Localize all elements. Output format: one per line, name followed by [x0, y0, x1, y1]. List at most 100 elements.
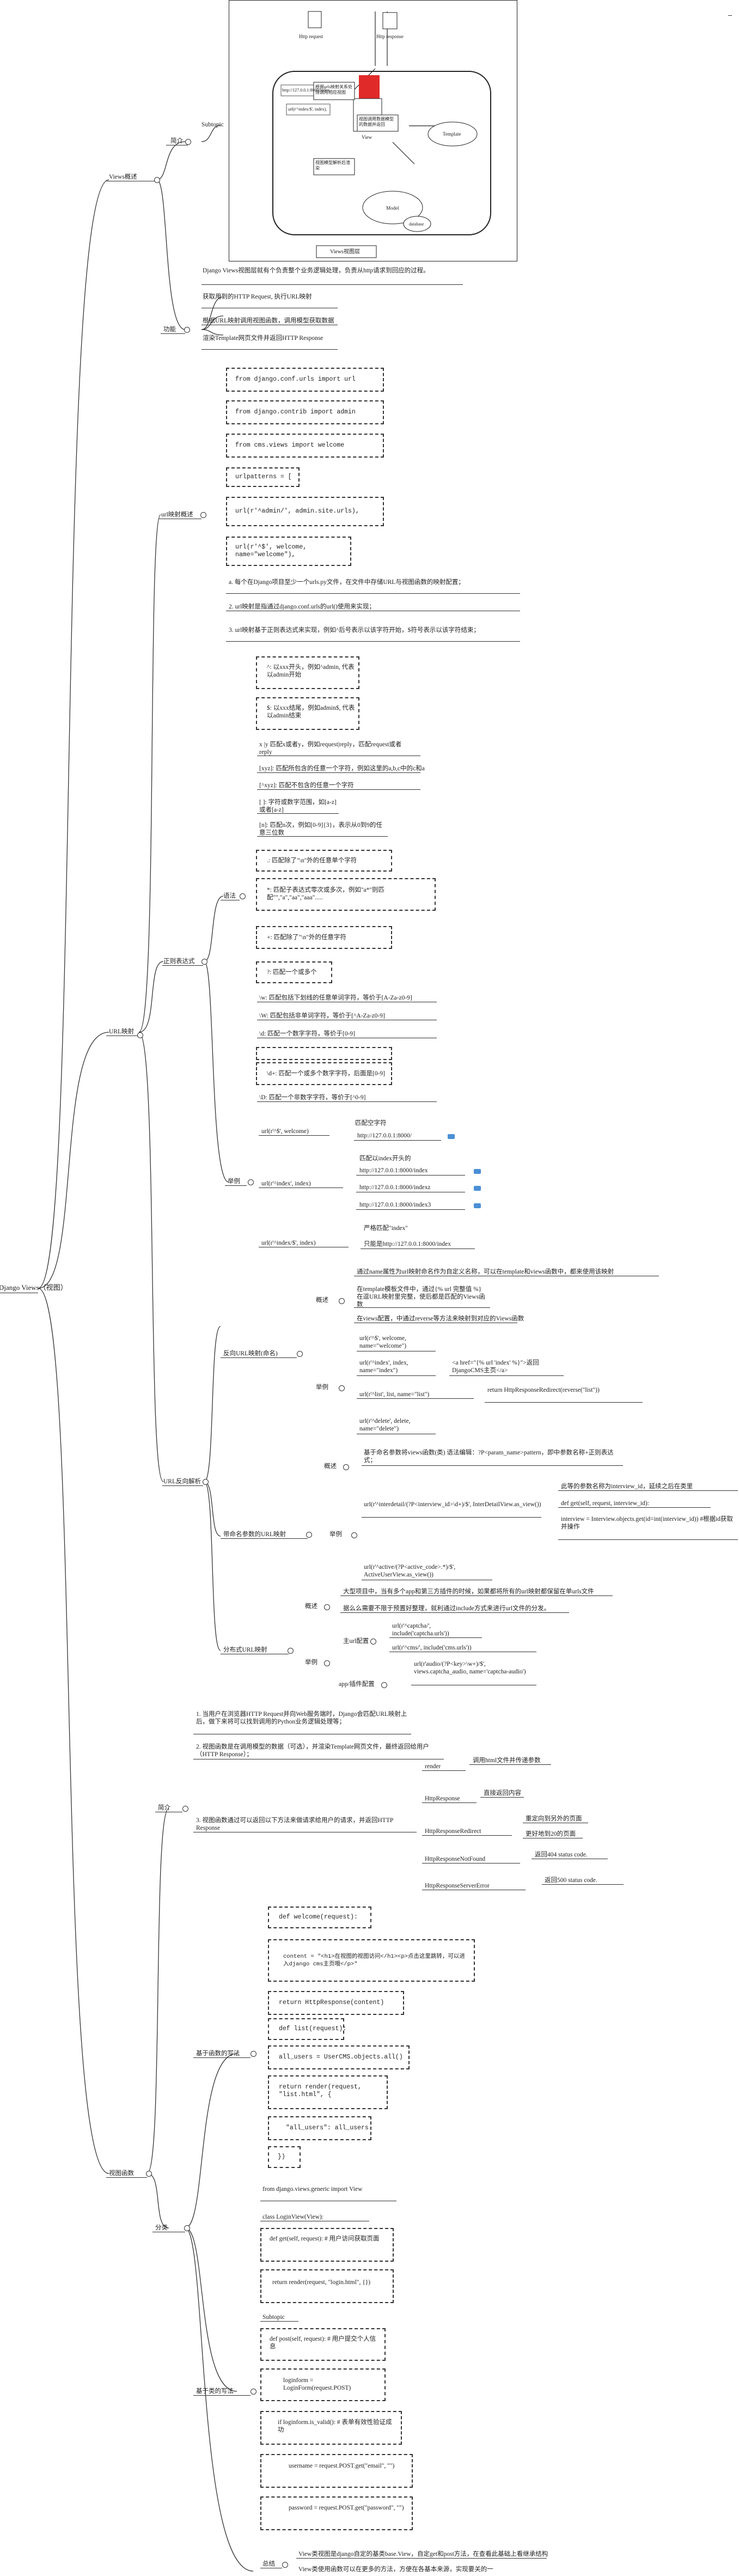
- collapse-toggle[interactable]: [324, 1604, 330, 1610]
- topic-reverse-named[interactable]: 反向URL映射(命名): [223, 1350, 278, 1357]
- topic-dist-overview[interactable]: 概述: [305, 1603, 317, 1610]
- named-code: url(r'^active/(?P<active_code>.*)/$', Ac…: [364, 1564, 456, 1578]
- example-note: 匹配空字符: [355, 1120, 387, 1126]
- code-line: }): [278, 2153, 285, 2160]
- collapse-toggle[interactable]: [343, 1464, 349, 1470]
- syntax-item: x |y 匹配x或者y，例如request|reply，匹配request或者r…: [259, 741, 402, 756]
- collapse-toggle[interactable]: [339, 1385, 345, 1391]
- reverse-example-result: <a href="{% url 'index' %}">返回DjangoCMS主…: [452, 1360, 539, 1374]
- topic-url-reverse[interactable]: URL反向解析: [163, 1478, 201, 1485]
- example-url: http://127.0.0.1:8000/index3: [359, 1202, 431, 1208]
- dist-main-code: url(r'^captcha/', include('captcha.urls'…: [392, 1623, 449, 1637]
- example-pattern: url(r'^index/$', index): [261, 1240, 316, 1246]
- topic-regex-example[interactable]: 举例: [228, 1178, 240, 1185]
- code-line: return render(request, "list.html", {: [279, 2084, 362, 2098]
- collapse-toggle[interactable]: [351, 1532, 357, 1538]
- topic-func-based[interactable]: 基于函数的写法: [196, 2050, 240, 2057]
- collapse-toggle[interactable]: [200, 512, 206, 518]
- collapse-toggle[interactable]: [251, 2051, 256, 2057]
- topic-intro[interactable]: 简介: [170, 138, 183, 144]
- subtopic-label[interactable]: Subtopic: [201, 121, 224, 128]
- reverse-example-code: url(r'^index', index, name="index"): [359, 1360, 408, 1374]
- diagram-caption: Views视图层: [330, 249, 360, 255]
- dist-main-code: url(r'^cms/', include('cms.urls')): [392, 1645, 472, 1651]
- topic-named-overview[interactable]: 概述: [324, 1463, 337, 1470]
- code-line: def welcome(request):: [279, 1914, 358, 1921]
- named-code: url(r'^interdetail/(?P<interview_id>\d+)…: [364, 1501, 541, 1508]
- collapse-toggle[interactable]: [288, 1648, 294, 1654]
- topic-view-functions[interactable]: 视图函数: [109, 2170, 134, 2177]
- topic-reverse-overview[interactable]: 概述: [316, 1297, 328, 1304]
- response-desc: 调用html文件并传递参数: [473, 1757, 541, 1764]
- topic-regex[interactable]: 正则表达式: [163, 958, 195, 965]
- code-line: all_users = UserCMS.objects.all(): [279, 2054, 403, 2061]
- link-icon[interactable]: [448, 1134, 455, 1139]
- topic-named-example[interactable]: 举例: [329, 1531, 342, 1538]
- collapse-toggle[interactable]: [306, 1532, 312, 1538]
- topic-summary[interactable]: 总结: [262, 2561, 275, 2567]
- response-desc: 重定向到另外的页面: [526, 1816, 582, 1822]
- func-item: 渲染Template网页文件并返回HTTP Response: [203, 335, 323, 342]
- diagram-model: Model: [386, 205, 399, 211]
- collapse-toggle[interactable]: [137, 1032, 143, 1038]
- collapse-toggle[interactable]: [297, 1351, 303, 1357]
- collapse-toggle[interactable]: [251, 2389, 256, 2395]
- diagram-database: database: [409, 222, 424, 227]
- overview-note: 2. url映射是指通过django.conf.urls的url()使用来实现；: [229, 604, 375, 610]
- class-code: loginform = LoginForm(request.POST): [283, 2377, 351, 2391]
- topic-url-mapping[interactable]: URL映射: [109, 1028, 134, 1035]
- code-line: from cms.views import welcome: [235, 442, 345, 449]
- topic-categories[interactable]: 分类: [155, 2225, 168, 2231]
- collapse-toggle[interactable]: [182, 1806, 188, 1812]
- collapse-toggle[interactable]: [146, 2171, 152, 2177]
- collapse-toggle[interactable]: [370, 1639, 376, 1645]
- collapse-toggle[interactable]: [339, 1298, 345, 1304]
- topic-reverse-example[interactable]: 举例: [316, 1384, 328, 1391]
- diagram-url-box: http://127.0.0.1:8000/index: [282, 88, 330, 93]
- class-code: return render(request, "login.html", {}): [272, 2279, 371, 2286]
- link-icon[interactable]: [474, 1186, 481, 1191]
- code-line: def list(request):: [279, 2025, 347, 2032]
- response-desc: 返回404 status code.: [535, 1852, 588, 1858]
- topic-views-overview[interactable]: Views概述: [109, 174, 137, 180]
- collapse-toggle[interactable]: [282, 2562, 288, 2568]
- collapse-toggle[interactable]: [184, 2225, 190, 2231]
- link-icon[interactable]: [474, 1169, 481, 1174]
- topic-view-intro[interactable]: 简介: [158, 1805, 170, 1811]
- reverse-overview-item: 在template模板文件中，通过{% url 完整值 %}在逗URL映射里完整…: [357, 1286, 485, 1308]
- topic-named-params[interactable]: 带命名参数的URL映射: [223, 1531, 286, 1538]
- minimize-icon[interactable]: ⎯: [728, 11, 732, 20]
- syntax-item: +: 匹配除了"\n"外的任意字符: [267, 934, 346, 941]
- example-pattern: url(r'^index', index): [261, 1180, 311, 1187]
- root-topic[interactable]: Django Views（视图）: [0, 1283, 68, 1292]
- topic-url-overview[interactable]: url映射概述: [161, 511, 193, 518]
- topic-function[interactable]: 功能: [163, 326, 176, 333]
- diagram-view: View: [362, 135, 372, 140]
- summary-item: View类视图是django自定的基类base.View，自定get和post方…: [298, 2551, 548, 2557]
- link-icon[interactable]: [474, 1203, 481, 1208]
- collapse-toggle[interactable]: [381, 1682, 387, 1688]
- overview-note: a. 每个在Django项目至少一个urls.py文件，在文件中存储URL与视图…: [229, 579, 465, 586]
- code-line: return HttpResponse(content): [279, 1999, 384, 2006]
- view-intro-item: 2. 视图函数是在调用模型的数据（可选），并渲染Template网页文件，最终返…: [196, 1744, 429, 1758]
- collapse-toggle[interactable]: [203, 1479, 209, 1485]
- topic-class-based[interactable]: 基于类的写法: [196, 2388, 234, 2395]
- collapse-toggle[interactable]: [240, 893, 246, 899]
- collapse-toggle[interactable]: [201, 959, 207, 965]
- collapse-toggle[interactable]: [185, 139, 191, 145]
- topic-dist-example[interactable]: 举例: [305, 1659, 317, 1666]
- syntax-item: \W: 匹配包括非单词字符，等价于[^A-Za-z0-9]: [259, 1013, 385, 1019]
- intro-text: Django Views视图层就有个负责整个业务逻辑处理，负责从http请求到回…: [203, 267, 430, 274]
- example-pattern: url(r'^$', welcome): [261, 1128, 309, 1135]
- syntax-item: ^: 以xxx开头，例如^admin, 代表以admin开始: [267, 664, 355, 678]
- topic-syntax[interactable]: 语法: [223, 893, 236, 899]
- collapse-toggle[interactable]: [184, 327, 190, 333]
- topic-distributed[interactable]: 分布式URL映射: [223, 1647, 267, 1653]
- func-item: 根据URL映射调用视图函数，调用模型获取数据: [203, 318, 334, 324]
- collapse-toggle[interactable]: [248, 1179, 254, 1185]
- collapse-toggle[interactable]: [324, 1660, 330, 1666]
- views-diagram: Http request Http response http://127.0.…: [229, 0, 517, 261]
- class-code: def post(self, request): # 用户提交个人信息: [270, 2336, 376, 2350]
- collapse-toggle[interactable]: [154, 177, 160, 183]
